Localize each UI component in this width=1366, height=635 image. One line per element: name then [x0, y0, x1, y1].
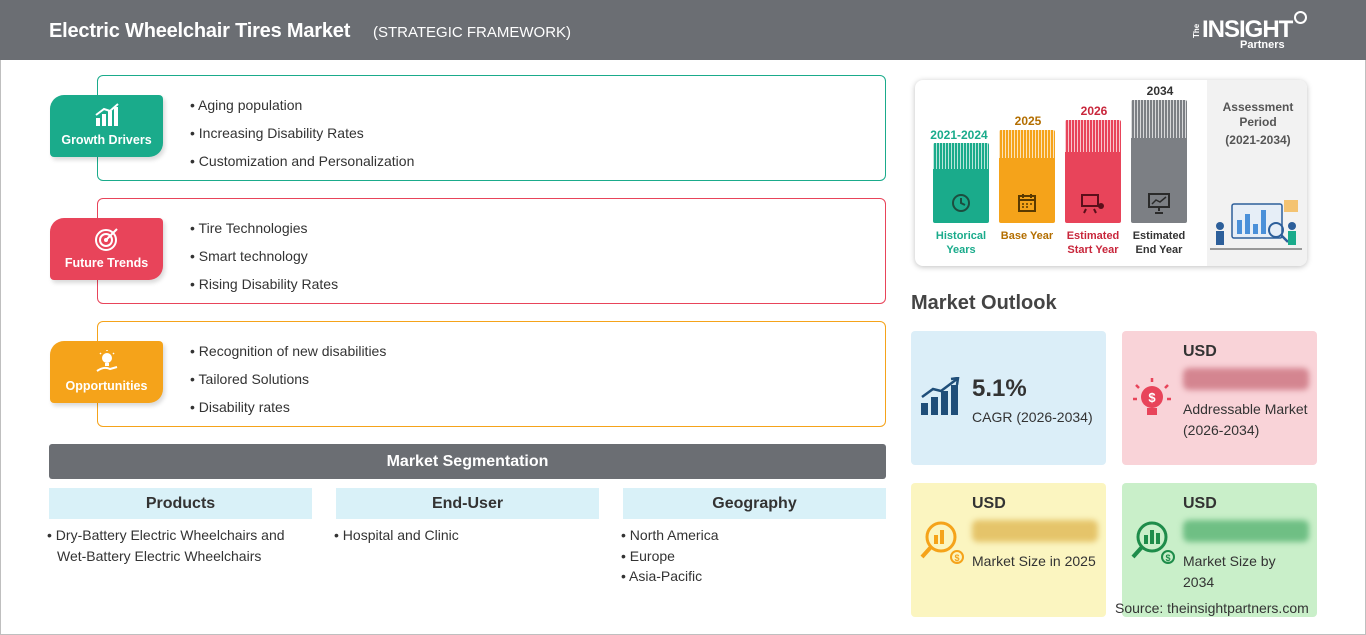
- market-size-2025-value: [972, 520, 1098, 542]
- growth-drivers-badge: Growth Drivers: [50, 95, 163, 157]
- assessment-range: (2021-2034): [1225, 133, 1291, 147]
- addressable-label: Addressable Market (2026-2034): [1183, 401, 1308, 438]
- period-label: Historical Years: [935, 230, 987, 256]
- list-item: Aging population: [190, 95, 414, 123]
- opportunities-list: Recognition of new disabilities Tailored…: [190, 341, 387, 425]
- market-size-2025-label: Market Size in 2025: [972, 553, 1096, 569]
- list-item: Recognition of new disabilities: [190, 341, 387, 369]
- future-trends-list: Tire Technologies Smart technology Risin…: [190, 218, 339, 302]
- segment-heading-products: Products: [49, 488, 312, 519]
- calendar-icon: [1018, 194, 1036, 212]
- market-size-2034-card: $ USD Market Size by 2034: [1122, 483, 1317, 617]
- geography-list: North America Europe Asia-Pacific: [621, 525, 881, 587]
- segment-heading-end-user: End-User: [336, 488, 599, 519]
- list-item: Dry-Battery Electric Wheelchairs and Wet…: [47, 525, 307, 566]
- usd-label: USD: [1183, 343, 1217, 360]
- column-stripes: [999, 130, 1055, 158]
- bar-magnifier-icon: $: [1131, 521, 1175, 564]
- column-stripes: [1131, 100, 1187, 138]
- lightbulb-hand-icon: [96, 350, 118, 372]
- market-size-2034-value: [1183, 520, 1309, 542]
- opportunities-badge: Opportunities: [50, 341, 163, 403]
- dollar-magnifier-icon: $: [920, 521, 964, 564]
- projector-icon: [1081, 194, 1104, 214]
- period-label: Estimated Start Year: [1066, 230, 1120, 256]
- page-title: Electric Wheelchair Tires Market: [49, 20, 351, 42]
- cagr-label: CAGR (2026-2034): [972, 409, 1093, 425]
- svg-text:$: $: [1165, 553, 1170, 563]
- period-year: 2026: [1080, 104, 1108, 118]
- dollar-bulb-icon: $: [1133, 378, 1171, 415]
- segmentation-title: Market Segmentation: [49, 444, 886, 479]
- market-size-2025-card: $ USD Market Size in 2025: [911, 483, 1106, 617]
- source-note[interactable]: Source: theinsightpartners.com: [1115, 600, 1309, 616]
- list-item: Tire Technologies: [190, 218, 338, 246]
- opportunities-box: Recognition of new disabilities Tailored…: [97, 321, 886, 427]
- list-item: North America: [621, 525, 881, 546]
- growth-drivers-box: Aging population Increasing Disability R…: [97, 75, 886, 181]
- svg-text:$: $: [1148, 390, 1156, 405]
- assessment-title: Assessment Period: [1222, 100, 1294, 129]
- list-item: Smart technology: [190, 246, 338, 274]
- history-icon: [952, 194, 970, 212]
- badge-label: Future Trends: [64, 256, 149, 270]
- period-year: 2021-2024: [930, 128, 988, 142]
- list-item: Disability rates: [190, 397, 386, 425]
- list-item: Hospital and Clinic: [334, 525, 594, 546]
- addressable-market-card: $ USD Addressable Market (2026-2034): [1122, 331, 1317, 465]
- period-label: Base Year: [1000, 230, 1054, 242]
- presentation-icon: [1148, 193, 1170, 214]
- end-user-list: Hospital and Clinic: [334, 525, 594, 546]
- target-icon: [95, 228, 118, 251]
- list-item: Rising Disability Rates: [190, 274, 338, 302]
- market-size-2034-label: Market Size by 2034: [1183, 553, 1276, 590]
- list-item: Europe: [621, 546, 881, 567]
- cagr-value: 5.1%: [972, 375, 1027, 402]
- period-label: Estimated End Year: [1132, 230, 1186, 256]
- segment-heading-geography: Geography: [623, 488, 886, 519]
- products-list: Dry-Battery Electric Wheelchairs and Wet…: [47, 525, 307, 566]
- list-item: Customization and Personalization: [190, 151, 415, 179]
- future-trends-box: Tire Technologies Smart technology Risin…: [97, 198, 886, 304]
- usd-label: USD: [972, 495, 1006, 512]
- header-bar: Electric Wheelchair Tires Market (STRATE…: [0, 0, 1366, 60]
- badge-label: Opportunities: [65, 379, 148, 393]
- cagr-card: 5.1% CAGR (2026-2034): [911, 331, 1106, 465]
- badge-label: Growth Drivers: [61, 133, 152, 147]
- future-trends-badge: Future Trends: [50, 218, 163, 280]
- column-stripes: [1065, 120, 1121, 152]
- list-item: Increasing Disability Rates: [190, 123, 414, 151]
- period-year: 2034: [1146, 84, 1174, 98]
- usd-label: USD: [1183, 495, 1217, 512]
- svg-text:$: $: [954, 553, 959, 563]
- page-subtitle: (STRATEGIC FRAMEWORK): [373, 24, 572, 41]
- column-stripes: [933, 143, 989, 169]
- list-item: Tailored Solutions: [190, 369, 386, 397]
- analytics-illustration-icon: [1210, 200, 1302, 250]
- market-outlook-title: Market Outlook: [911, 292, 1057, 314]
- addressable-value: [1183, 368, 1309, 390]
- logo-ring-icon: [1294, 11, 1307, 24]
- period-year: 2025: [1014, 114, 1042, 128]
- list-item: Asia-Pacific: [621, 566, 881, 587]
- insight-partners-logo[interactable]: The INSIGHT Partners: [1192, 10, 1312, 54]
- growth-chart-icon: [921, 377, 960, 415]
- growth-chart-icon: [95, 103, 119, 126]
- growth-drivers-list: Aging population Increasing Disability R…: [190, 95, 414, 179]
